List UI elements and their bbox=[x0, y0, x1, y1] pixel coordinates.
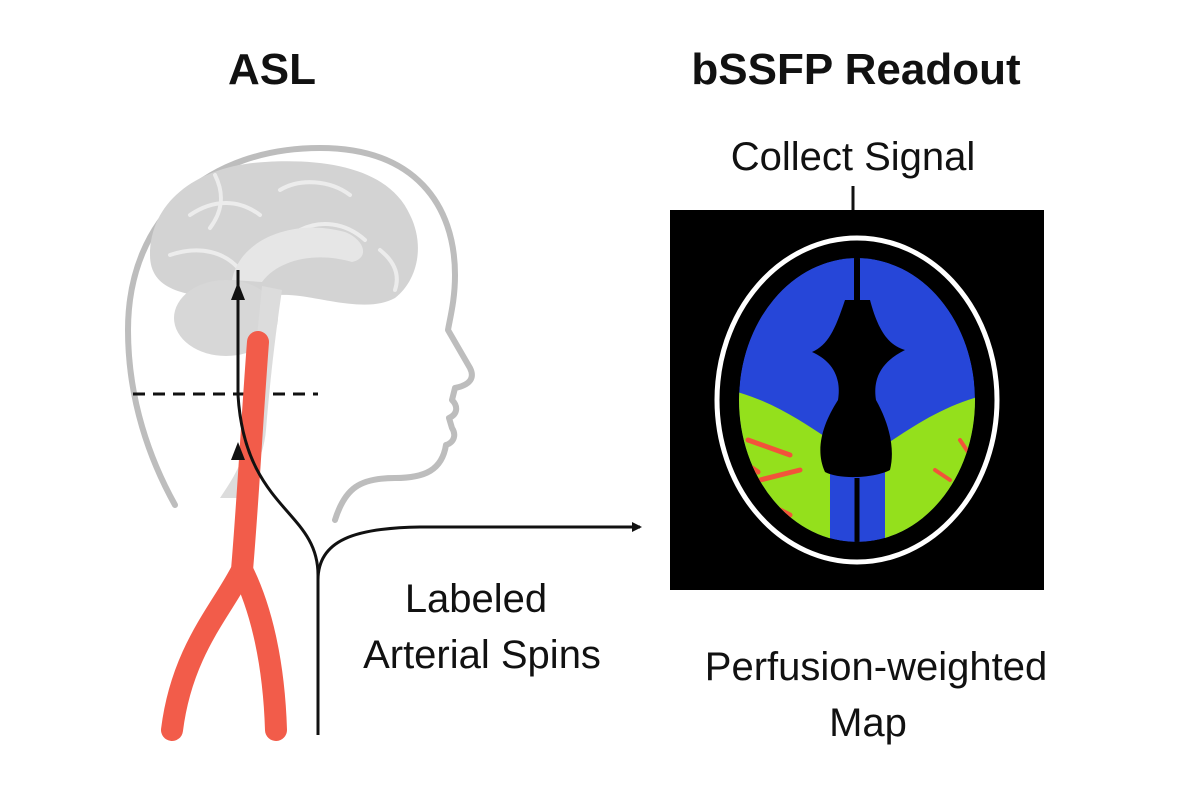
perfusion-map-image bbox=[670, 210, 1044, 590]
arrow-up-icon bbox=[231, 442, 245, 460]
labeled-spin-path bbox=[231, 270, 642, 735]
collect-signal-label: Collect Signal bbox=[731, 135, 976, 179]
bssfp-readout-title: bSSFP Readout bbox=[691, 45, 1021, 94]
perfusion-weighted-map-label: Perfusion-weighted bbox=[705, 645, 1047, 689]
head-profile-icon bbox=[125, 145, 475, 523]
asl-title: ASL bbox=[228, 45, 316, 94]
perfusion-weighted-map-label-line2: Map bbox=[829, 701, 907, 745]
arrow-up-icon bbox=[231, 282, 245, 300]
brain-icon bbox=[150, 161, 418, 498]
labeled-arterial-spins-label-line2: Arterial Spins bbox=[363, 633, 601, 677]
artery-icon bbox=[161, 331, 287, 741]
labeled-arterial-spins-label: Labeled bbox=[405, 577, 547, 621]
